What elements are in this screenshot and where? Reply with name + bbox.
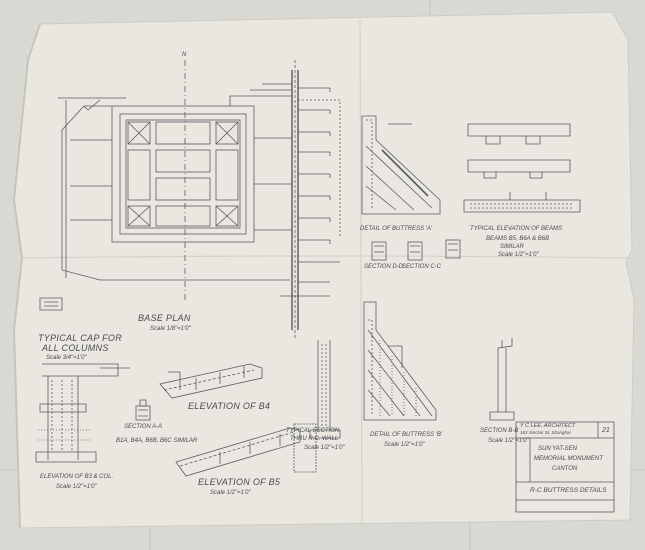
buttress-a-title: DETAIL OF BUTTRESS 'A' [360,226,432,232]
title-block-address: 183 Sinclair St, Shanghai [520,430,571,435]
buttress-a-drawing [361,115,441,215]
buttress-b-drawing [363,301,437,421]
north-mark: N [182,52,187,58]
base-plan-drawing [58,60,292,300]
paper-edge-shadow [12,23,41,529]
base-plan-scale: Scale 1/8"=1'0" [150,326,191,332]
typical-cap-drawing [39,297,63,311]
elevation-b3-drawing [35,363,130,463]
elevation-b5-scale: Scale 1/2"=1'0" [210,490,251,496]
title-block-sheet-no: 21 [602,427,610,434]
section-aa-title: SECTION A-A [124,424,163,430]
typical-cap-title: TYPICAL CAP FOR [38,333,123,343]
buttress-b-title: DETAIL OF BUTTRESS 'B' [370,432,442,438]
typical-section-wall-drawing [309,340,341,439]
thru-rc-wall-title: THRU R.C. WALL [290,436,339,442]
buttress-b-scale: Scale 1/2"=1'0" [384,442,425,448]
elevation-b3-title: ELEVATION OF B3 & COL. [40,474,114,480]
title-block-project-2: MEMORIAL MONUMENT [534,456,603,462]
all-columns-title: ALL COLUMNS [42,343,109,353]
wall-strip-buttresses [280,60,341,340]
typical-section-title: TYPICAL SECTION [286,428,340,434]
beams-note: BEAMS B5, B6A & B6B [486,236,550,242]
beams-similar: SIMILAR [500,244,525,250]
section-bb-title: SECTION B-B [480,428,519,434]
typical-section-scale: Scale 1/2"=1'0" [304,445,345,451]
section-cc-title: SECTION C-C [402,264,441,270]
elevation-b4-drawing [159,363,263,399]
typical-cap-scale: Scale 3/4"=1'0" [46,355,87,361]
elevation-b3-scale: Scale 1/2"=1'0" [56,484,97,490]
title-block-frame [515,421,615,513]
section-aa-drawing [135,399,151,421]
beams-elevation-drawing [463,123,581,213]
title-block-sheet-title: R-C BUTTRESS DETAILS [530,487,607,494]
elevation-b5-title: ELEVATION OF B5 [198,477,281,487]
beams-scale: Scale 1/2"=1'0" [498,252,539,258]
title-block-firm: Y C LEE, ARCHITECT [520,423,576,429]
title-block-project-3: CANTON [552,466,578,472]
elevation-b4-title: ELEVATION OF B4 [188,401,271,411]
title-block-project-1: SUN YAT-SEN [538,446,577,452]
base-plan-title: BASE PLAN [138,313,191,323]
elevation-b5-drawing [175,423,317,477]
section-aa-note: B1A, B4A, B6B, B6C SIMILAR [116,438,198,444]
section-dd-title: SECTION D-D [364,264,403,270]
beams-elevation-title: TYPICAL ELEVATION OF BEAMS [470,226,563,232]
fold-lines [21,19,631,525]
section-bb-scale: Scale 1/2"=1'0" [488,438,529,444]
sections-dd-cc-drawing [371,239,461,261]
section-bb-drawing [489,338,515,421]
